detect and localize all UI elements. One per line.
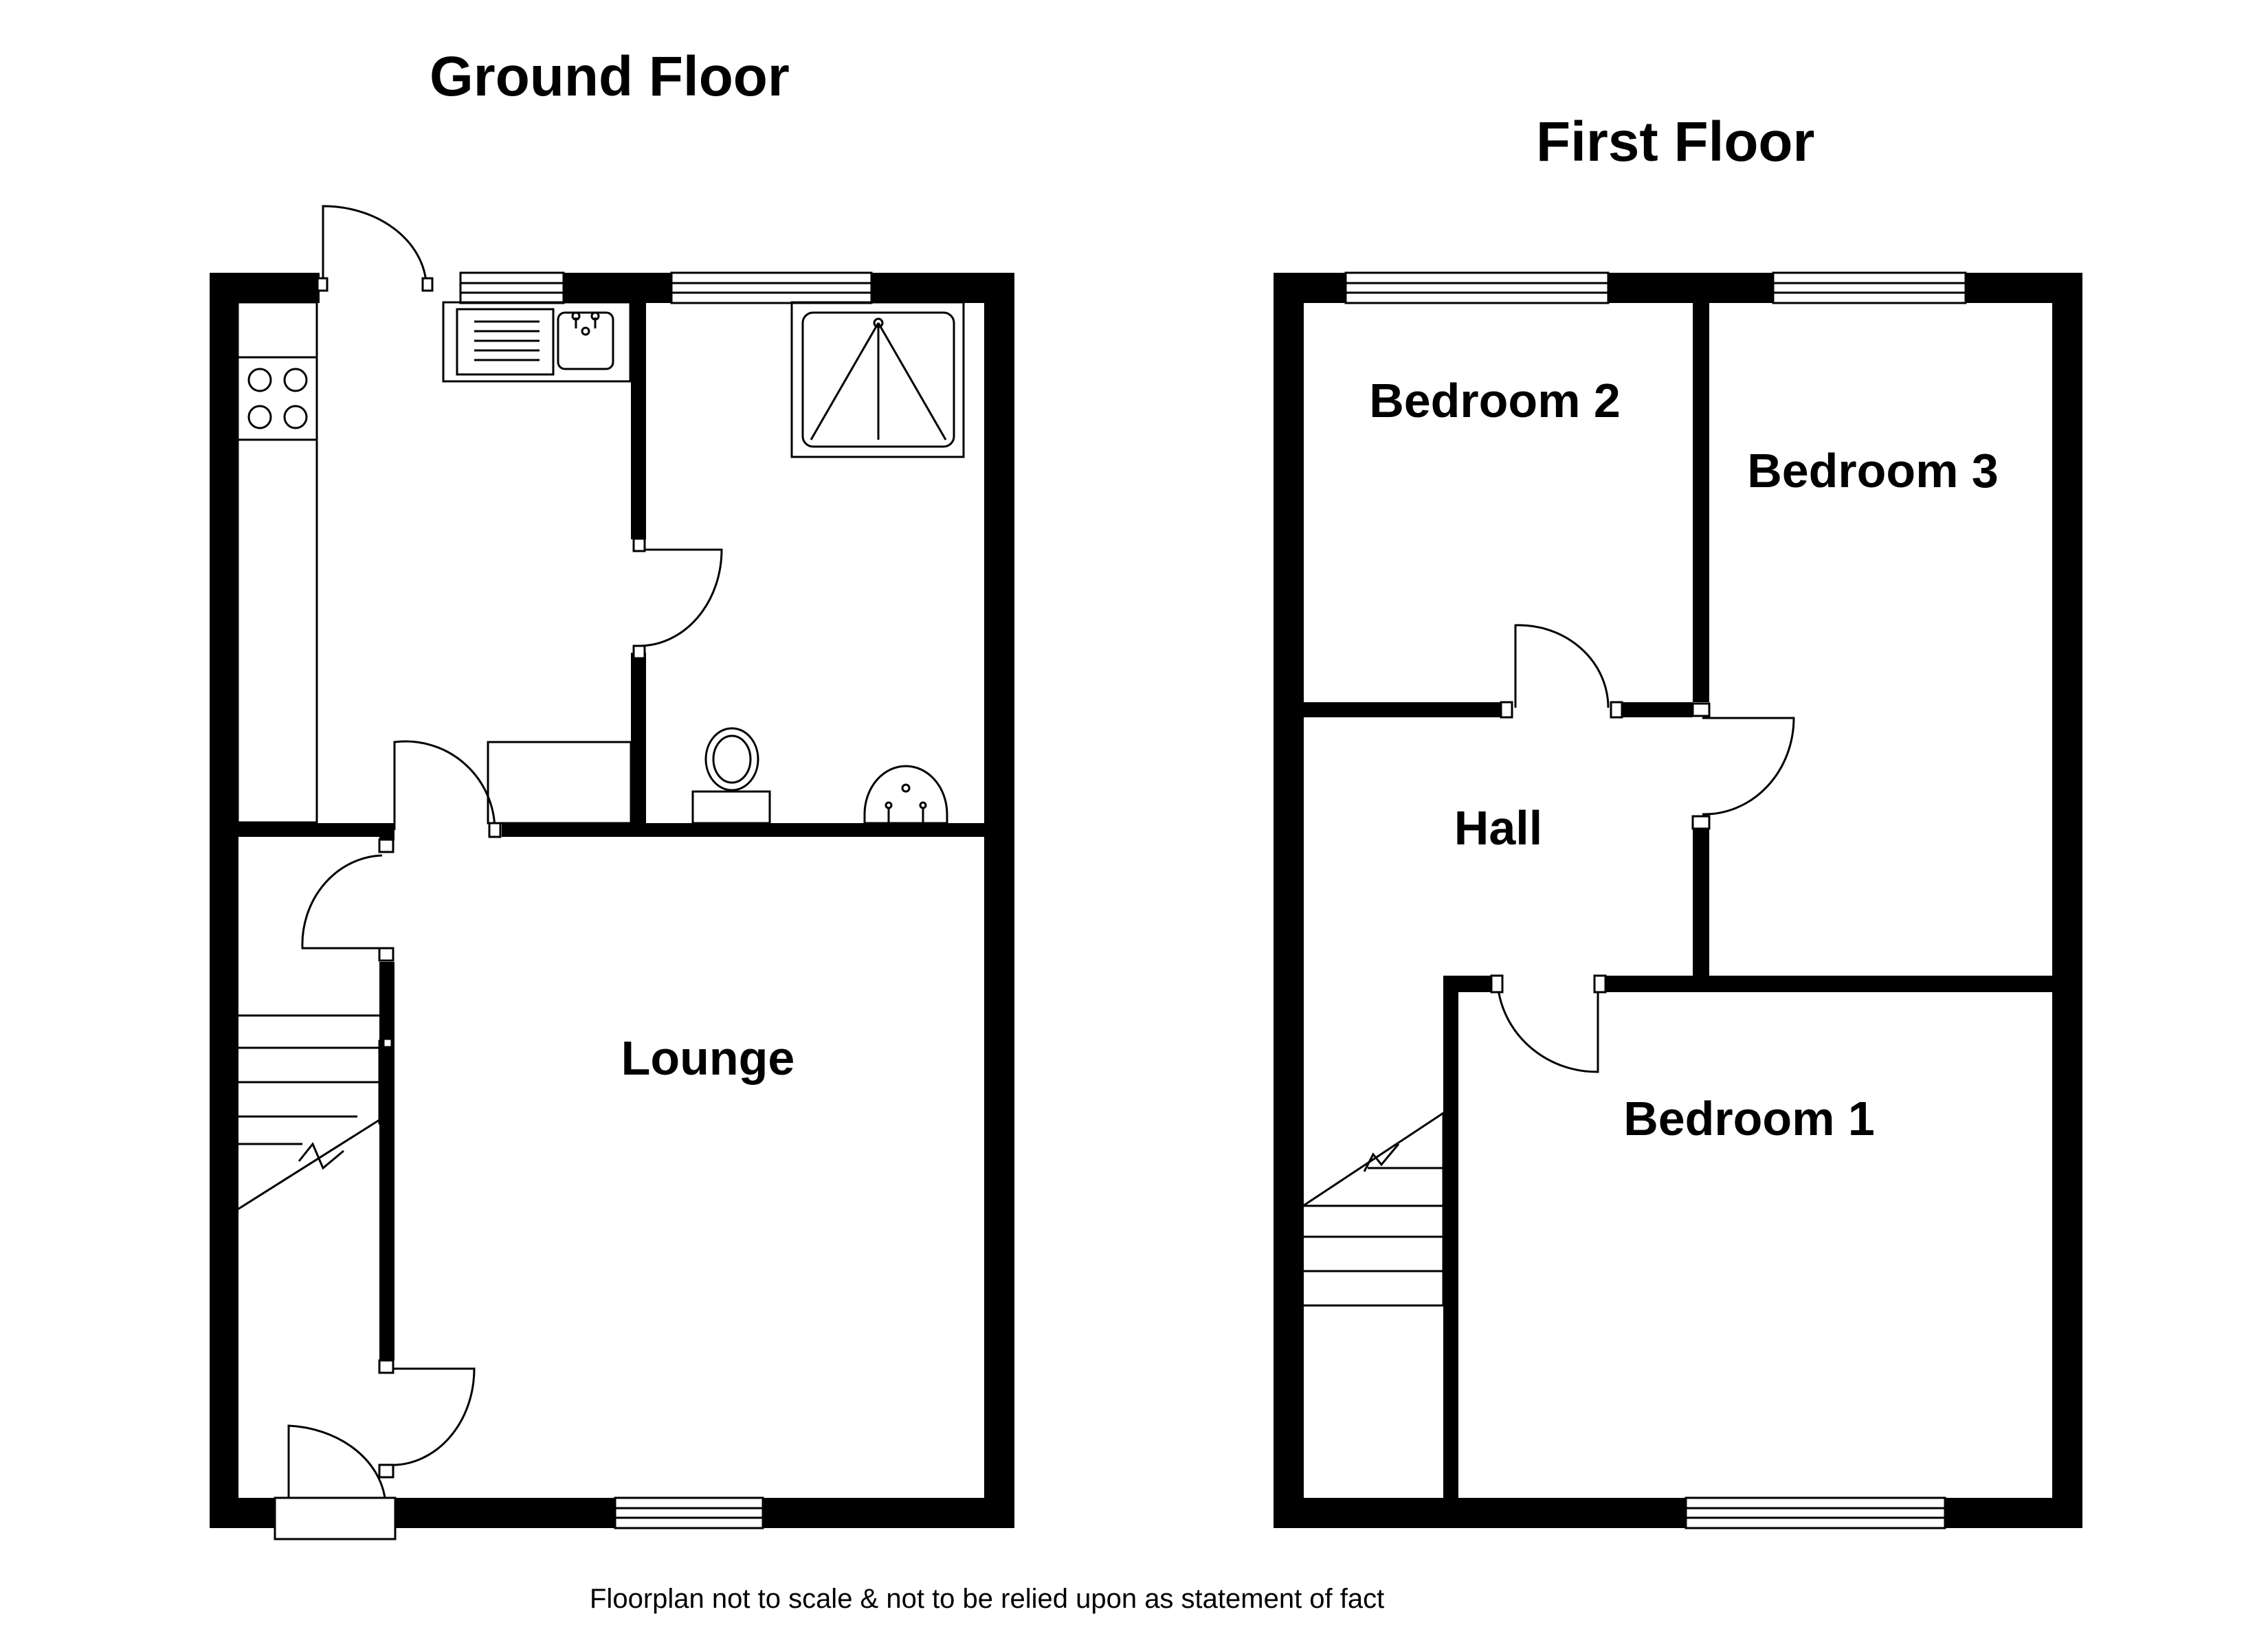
first-floor-stairs [1302,1112,1454,1307]
room-label-bedroom-3: Bedroom 3 [1747,444,1999,497]
room-label-bedroom-1: Bedroom 1 [1623,1092,1875,1145]
room-label-hall: Hall [1454,801,1543,855]
ground-floor-windows [274,271,873,1540]
ground-floor-exterior-walls [210,273,1014,1528]
first-floor-exterior-walls [1274,273,2082,1528]
ground-floor-doors [287,205,723,1499]
first-floor-interior-walls [1303,302,2052,1498]
first-floor-windows [1344,271,1967,1529]
first-floor-title: First Floor [1536,111,1815,173]
room-label-bedroom-2: Bedroom 2 [1369,374,1621,427]
room-label-lounge: Lounge [621,1031,795,1085]
first-floor-doors [1490,624,1795,1073]
ground-floor-interior-walls [238,302,986,1360]
first-floor-plan [1274,271,2082,1529]
ground-floor-plan [210,205,1014,1540]
ground-floor-stairs [237,1014,393,1211]
disclaimer-text: Floorplan not to scale & not to be relie… [590,1584,1385,1614]
ground-floor-fixtures [236,301,965,824]
ground-floor-title: Ground Floor [430,45,790,108]
